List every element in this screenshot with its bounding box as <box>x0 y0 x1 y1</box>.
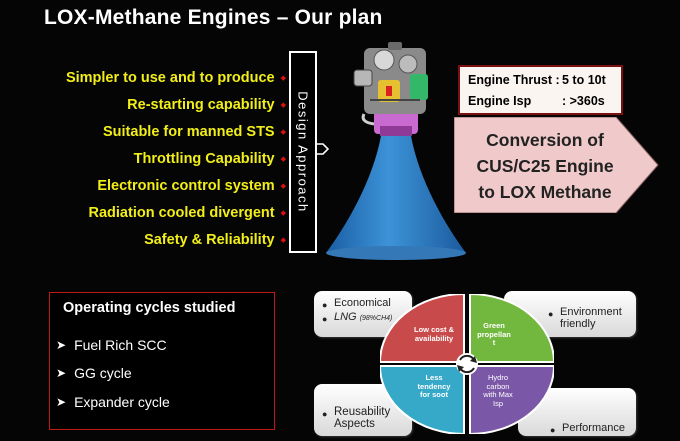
feature-label: Throttling Capability <box>133 150 275 167</box>
chevron-right-icon <box>316 143 329 155</box>
feature-item: Safety & Reliability ◆ <box>10 226 286 253</box>
feature-item: Throttling Capability ◆ <box>10 145 286 172</box>
attr-economical: Economical <box>334 297 391 309</box>
cycle-label: Expander cycle <box>74 394 170 410</box>
arrow-bullet-icon: ➤ <box>56 366 67 380</box>
bullet-icon: ◆ <box>280 182 286 190</box>
feature-label: Suitable for manned STS <box>103 123 275 140</box>
quad-text-line: availability <box>414 333 454 343</box>
quad-text-line: Less <box>425 373 443 382</box>
thrust-row: Engine Thrust : 5 to 10t <box>468 70 613 91</box>
quadrant-low-cost <box>378 292 465 363</box>
isp-value: : >360s <box>562 94 605 108</box>
feature-item: Radiation cooled divergent ◆ <box>10 199 287 226</box>
bullet-icon: ● <box>548 309 554 319</box>
quadrant-hydrocarbon <box>469 365 556 436</box>
bullet-icon: ● <box>322 300 328 310</box>
feature-item: Re-starting capability ◆ <box>10 91 286 118</box>
feature-list: Simpler to use and to produce ◆ Re-starti… <box>10 64 286 253</box>
bullet-icon: ◆ <box>280 236 286 244</box>
design-approach-label: Design Approach <box>295 91 311 213</box>
feature-item: Simpler to use and to produce ◆ <box>10 64 286 91</box>
attr-reusability-line-1: Reusability <box>334 406 391 418</box>
rocket-engine-illustration <box>326 42 466 260</box>
attr-performance: Performance <box>562 422 625 434</box>
conversion-text: Conversion of CUS/C25 Engine to LOX Meth… <box>456 127 634 205</box>
quad-text-line: carbon <box>486 381 510 391</box>
cycle-item: ➤ GG cycle <box>56 365 132 381</box>
attribute-cycle-diagram: Low cost & availability Green propellan … <box>378 292 556 436</box>
cycle-quadrants <box>378 292 556 436</box>
bullet-icon: ◆ <box>280 74 286 82</box>
thrust-label: Engine Thrust : <box>468 73 560 87</box>
isp-label: Engine Isp <box>468 94 532 108</box>
cycle-item: ➤ Expander cycle <box>56 394 170 410</box>
arrowhead-icon <box>457 365 464 372</box>
feature-label: Re-starting capability <box>127 96 275 113</box>
cycles-title: Operating cycles studied <box>63 300 236 316</box>
operating-cycles-box: Operating cycles studied ➤Fuel Rich SCC … <box>49 292 275 430</box>
attr-lng-label: LNG <box>334 311 357 323</box>
quadrant-low-cost-label: Low cost & availability <box>406 325 462 343</box>
cycle-label: Fuel Rich SCC <box>74 337 167 353</box>
isp-row: Engine Isp : >360s <box>468 91 613 112</box>
attr-environment-line-1: Environment <box>560 306 622 318</box>
quad-text-line: t <box>492 338 496 347</box>
bullet-icon: ◆ <box>280 128 286 136</box>
arrow-bullet-icon: ➤ <box>56 338 67 352</box>
quad-text-line: Green <box>483 321 505 330</box>
thrust-value: 5 to 10t <box>562 73 606 87</box>
quad-text-line: with Max <box>483 390 513 399</box>
attr-environment-line-2: friendly <box>560 318 596 330</box>
attr-card-economical: ● Economical ● LNG (98%CH4) <box>314 291 412 337</box>
arrow-bullet-icon: ➤ <box>56 395 67 409</box>
feature-label: Electronic control system <box>97 177 275 194</box>
feature-label: Radiation cooled divergent <box>88 204 275 221</box>
conversion-line-3: to LOX Methane <box>478 182 612 202</box>
feature-item: Suitable for manned STS ◆ <box>10 118 286 145</box>
cycle-item: ➤ Fuel Rich SCC <box>56 337 167 353</box>
bullet-icon: ● <box>322 409 328 419</box>
quadrant-green-propellant <box>469 292 556 363</box>
conversion-line-2: CUS/C25 Engine <box>476 156 614 176</box>
quad-text-line: Isp <box>492 398 503 408</box>
feature-label: Safety & Reliability <box>144 231 275 248</box>
quad-text-line: propellan <box>477 329 511 339</box>
feature-item: Electronic control system ◆ <box>10 172 286 199</box>
quad-text-line: tendency <box>417 381 451 391</box>
quad-text-line: Low cost & <box>413 325 454 334</box>
bullet-icon: ● <box>322 314 328 324</box>
quadrant-hydrocarbon-label: Hydro carbon with Max Isp <box>476 373 520 408</box>
quadrant-less-soot <box>378 365 465 436</box>
bullet-icon: ◆ <box>280 209 286 217</box>
attr-lng: LNG (98%CH4) <box>334 311 392 325</box>
slide-title: LOX-Methane Engines – Our plan <box>44 6 383 29</box>
arrowhead-icon <box>470 356 477 363</box>
quadrant-green-propellant-label: Green propellan t <box>472 321 516 348</box>
attr-reusability-line-2: Aspects <box>334 418 375 430</box>
engine-spec-box: Engine Thrust : 5 to 10t Engine Isp : >3… <box>458 65 623 115</box>
bullet-icon: ◆ <box>280 101 286 109</box>
conversion-line-1: Conversion of <box>486 130 604 150</box>
bullet-icon: ● <box>550 425 556 435</box>
cycle-label: GG cycle <box>74 365 132 381</box>
bullet-icon: ◆ <box>280 155 286 163</box>
quadrant-less-soot-label: Less tendency for soot <box>408 373 460 400</box>
quad-text-line: Hydro <box>487 373 508 382</box>
feature-label: Simpler to use and to produce <box>65 69 275 86</box>
conversion-arrow-shape <box>454 117 659 213</box>
attr-lng-note: (98%CH4) <box>359 315 393 322</box>
design-approach-box: Design Approach <box>289 51 317 253</box>
quad-text-line: for soot <box>420 390 448 399</box>
